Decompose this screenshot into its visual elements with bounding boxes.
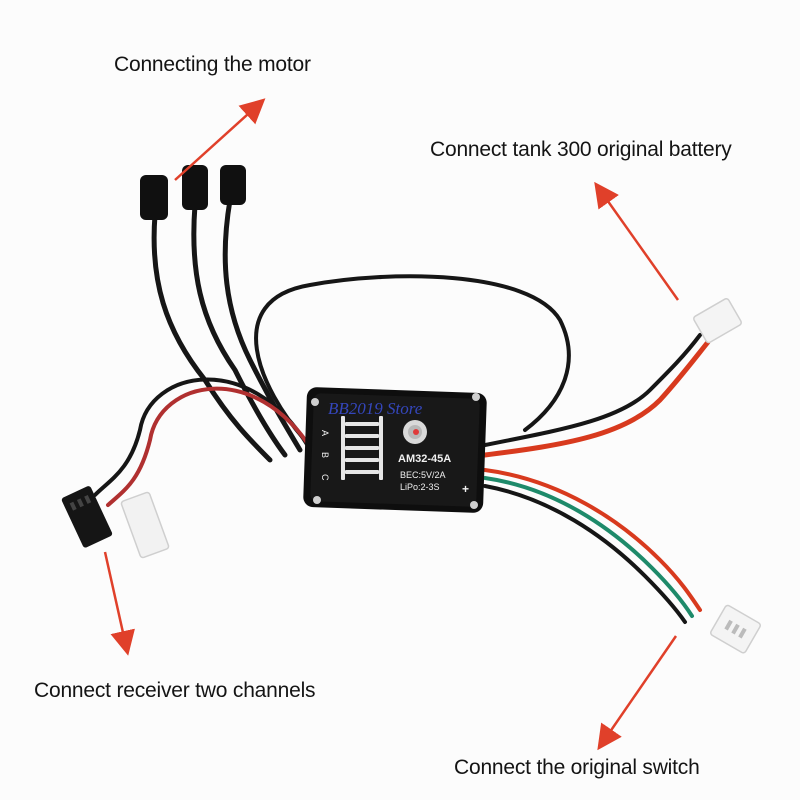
label-connect-battery: Connect tank 300 original battery [430, 138, 732, 161]
esc-board: AM32-45A BEC:5V/2A LiPo:2-3S + A B C BB2… [303, 387, 487, 513]
motor-wires [151, 197, 303, 463]
label-connect-receiver: Connect receiver two channels [34, 679, 316, 702]
switch-lead [483, 468, 702, 624]
battery-lead [482, 333, 711, 458]
annotation-arrows [103, 98, 680, 751]
arrow-battery [594, 181, 680, 301]
board-bec-rating: BEC:5V/2A [400, 470, 446, 480]
label-connect-motor: Connecting the motor [114, 53, 311, 76]
receiver-cable [93, 274, 571, 507]
board-plus-sign: + [462, 482, 469, 496]
phase-label-a: A [320, 430, 330, 436]
battery-plug [693, 298, 742, 344]
watermark-text: BB2019 Store [328, 399, 423, 418]
arrow-switch [597, 635, 678, 751]
receiver-plugs [61, 486, 170, 559]
label-connect-switch: Connect the original switch [454, 756, 700, 779]
board-model: AM32-45A [398, 453, 451, 465]
phase-label-b: B [320, 452, 330, 458]
board-lipo-rating: LiPo:2-3S [400, 482, 440, 492]
switch-plug [710, 604, 761, 654]
motor-connectors [140, 165, 246, 220]
phase-label-c: C [320, 474, 330, 481]
arrow-receiver [103, 551, 135, 656]
arrow-motor [174, 98, 266, 181]
